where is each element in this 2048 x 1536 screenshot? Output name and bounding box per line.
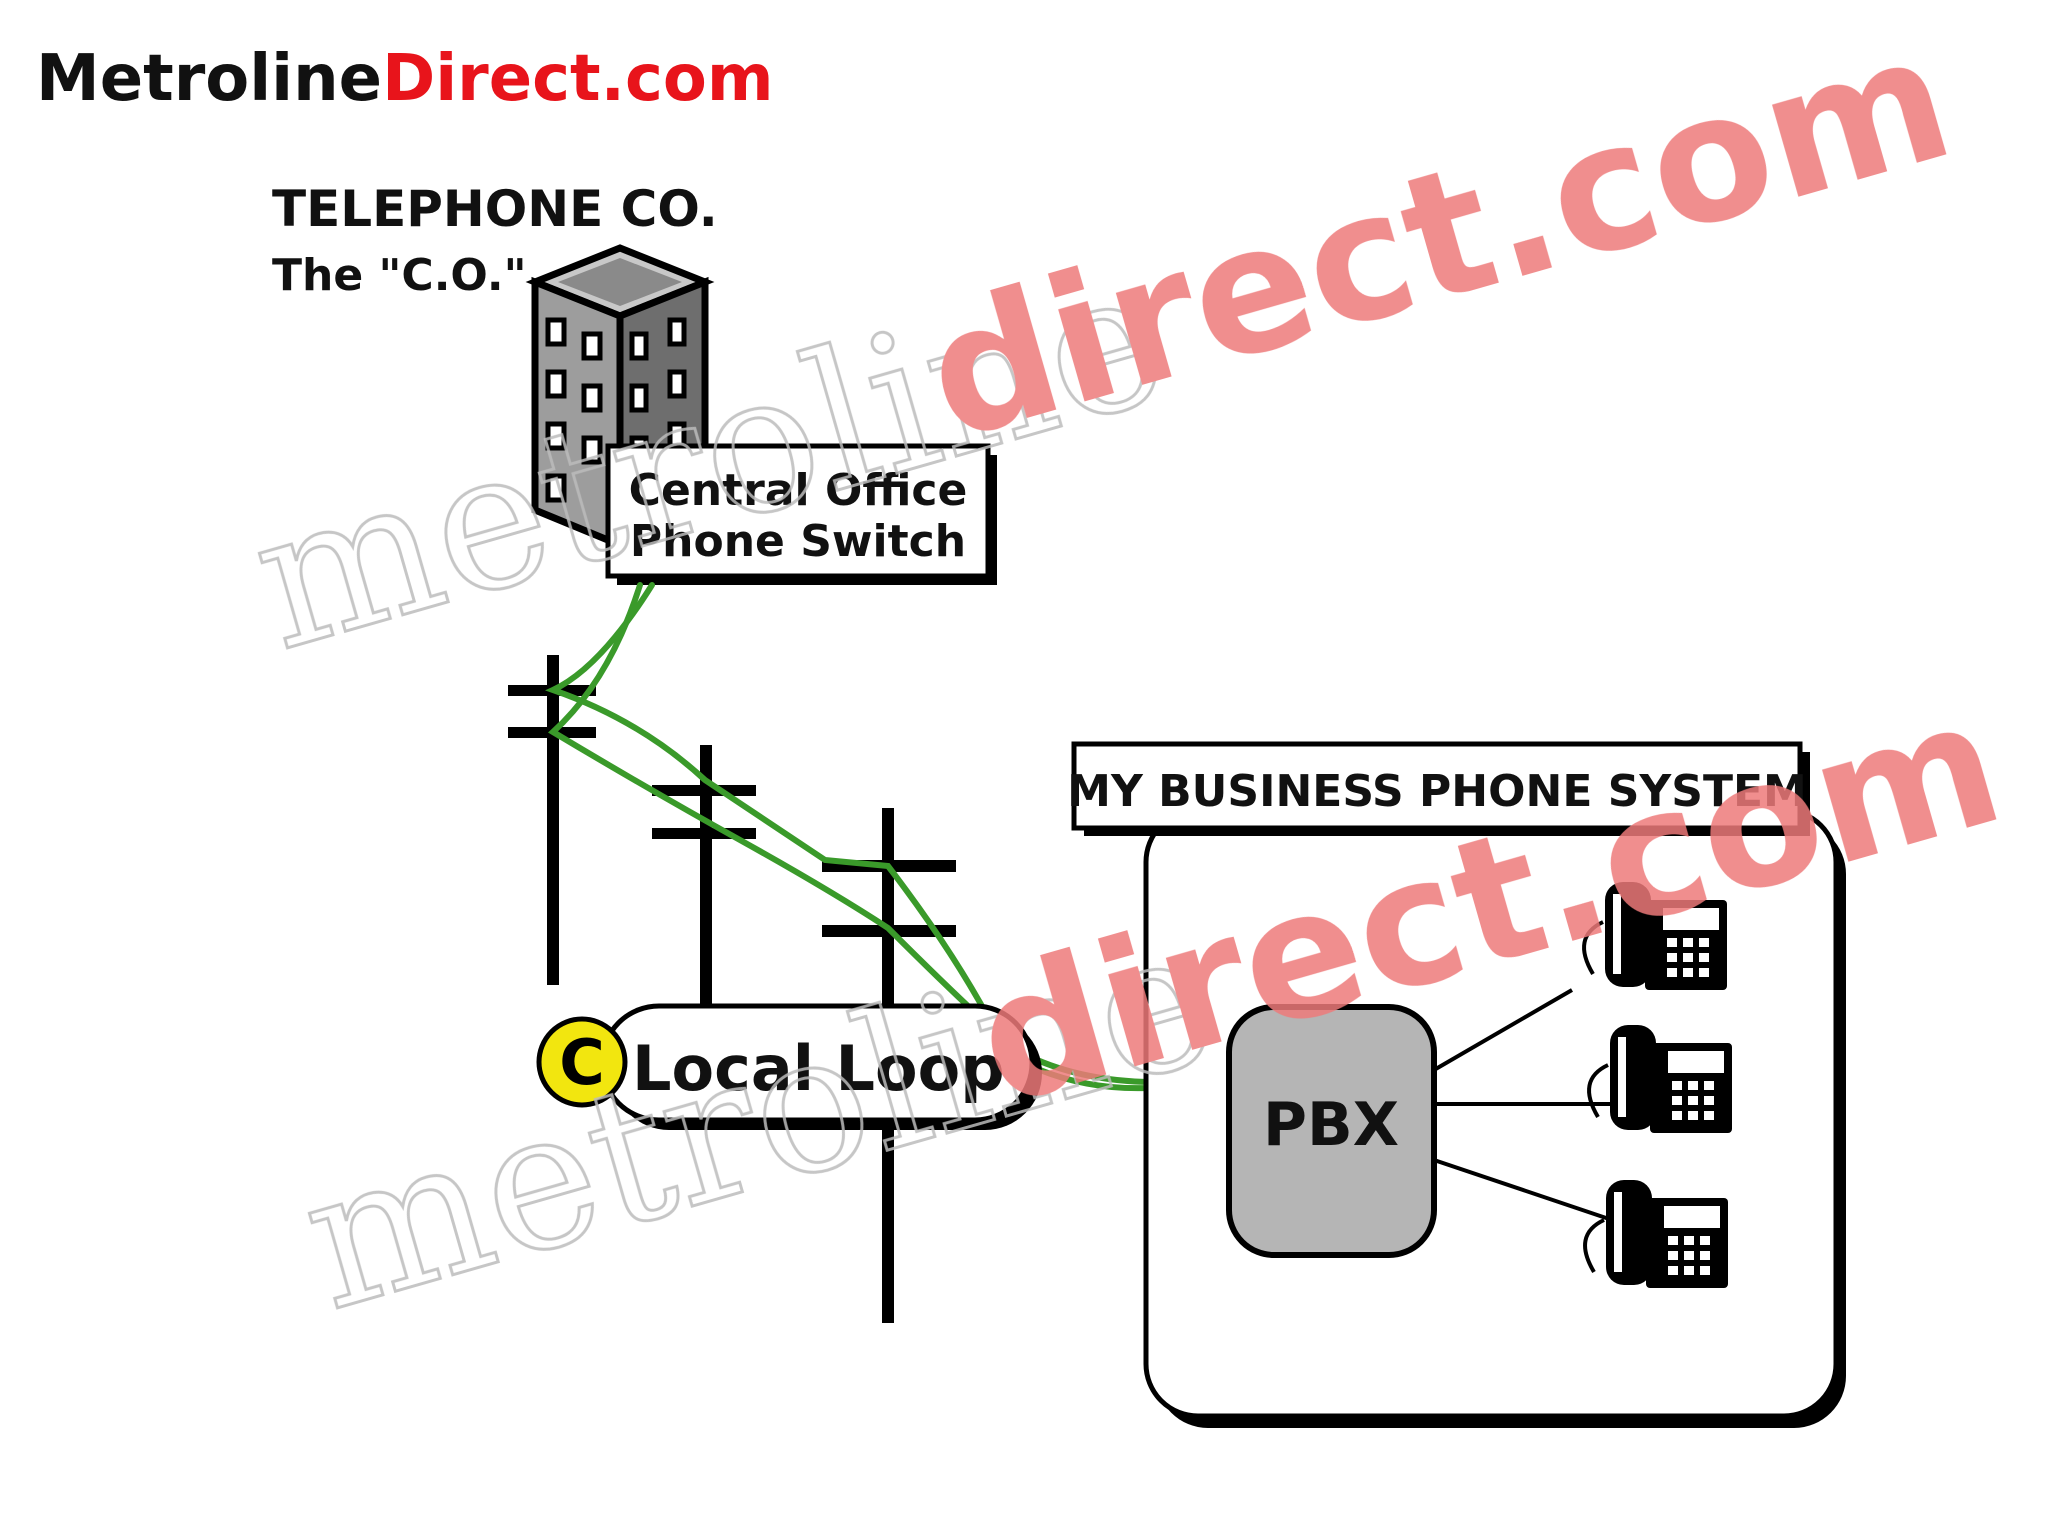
logo-part-1: Metroline	[36, 42, 382, 116]
site-logo[interactable]: MetrolineDirect.com	[36, 42, 774, 116]
local-loop-badge-letter: C	[559, 1026, 605, 1099]
pbx-unit: PBX	[1226, 1004, 1437, 1258]
watermark-1-red: direct.com	[906, 0, 1972, 480]
local-loop-badge	[536, 1016, 628, 1108]
logo-part-2: Direct.com	[382, 42, 773, 116]
local-loop-callout: C Local Loop	[536, 1003, 1042, 1130]
business-system-title: MY BUSINESS PHONE SYSTEM	[1067, 766, 1807, 817]
pbx-connection-lines	[1432, 988, 1628, 1224]
desk-phone-icon	[1582, 882, 1727, 990]
central-office-line-1: Central Office	[629, 465, 968, 516]
local-loop-label: Local Loop	[632, 1032, 1005, 1105]
desk-phone-icon	[1587, 1025, 1732, 1133]
telephone-co-subtitle: The "C.O."	[272, 250, 527, 301]
phones	[1582, 882, 1732, 1288]
telephone-co-title: TELEPHONE CO.	[272, 180, 718, 238]
central-office-line-2: Phone Switch	[630, 516, 966, 567]
pbx-label: PBX	[1263, 1090, 1399, 1160]
desk-phone-icon	[1583, 1180, 1728, 1288]
central-office-switch-box: Central Office Phone Switch	[605, 443, 997, 585]
